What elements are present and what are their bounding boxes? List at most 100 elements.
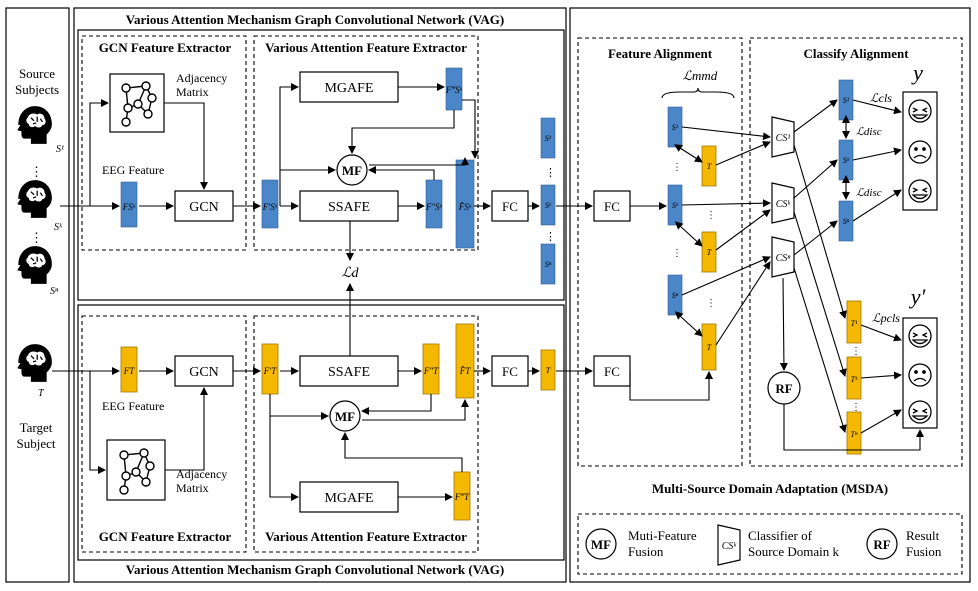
loss-disc-label-1: ℒdisc [856, 126, 882, 138]
mgafe-box-target [299, 481, 399, 513]
legend-mf-text-2: Fusion [628, 544, 664, 559]
graph-icon [119, 448, 155, 495]
ca-tk-label: Tᵏ [851, 375, 858, 384]
y-prime-label: y′ [909, 284, 927, 309]
t-label: T [38, 388, 45, 399]
ca-sk-label: Sᵏ [843, 156, 850, 165]
sk-vector [540, 184, 556, 226]
mgafe-label-source: MGAFE [324, 81, 373, 96]
f-t-hat [455, 323, 475, 399]
fa-tn-label: T [707, 343, 712, 352]
f-sk-feature [120, 181, 138, 228]
subjects-panel [5, 7, 70, 583]
classifier-ck [771, 182, 795, 224]
f-sk-ppp-label: F‴Sᵏ [445, 85, 463, 95]
dots: ⋮ [672, 248, 682, 259]
mgafe-label-target: MGAFE [324, 491, 373, 506]
mf-node-source [336, 154, 368, 186]
legend-classifier-text-2: Source Domain k [748, 544, 839, 559]
gcn-box-source [174, 190, 234, 222]
source-subjects-label-2: Subjects [15, 82, 59, 97]
head-icon [16, 105, 53, 145]
mf-label-target: MF [335, 409, 355, 424]
various-extractor-title-source: Various Attention Feature Extractor [265, 40, 467, 55]
fa-tk [701, 231, 717, 273]
classifier-ck-label: CSᵏ [776, 199, 792, 210]
f-t-prime-label: F′T [263, 366, 277, 376]
fa-s1-label: S¹ [672, 123, 679, 132]
ca-tn-label: Tⁿ [851, 430, 858, 439]
various-extractor-target [253, 315, 479, 553]
emotion-box-target [902, 317, 938, 429]
excited-face-icon [908, 179, 932, 203]
graph-icon [121, 81, 157, 127]
adjacency-target-label-2: Matrix [176, 481, 209, 495]
legend-rf-text-2: Fusion [906, 544, 942, 559]
fa-tn [701, 323, 717, 371]
msda-panel [569, 7, 971, 583]
classify-alignment-title: Classify Alignment [803, 46, 909, 61]
msda-title: Multi-Source Domain Adaptation (MSDA) [652, 481, 888, 496]
f-sk-label: FSᵏ [122, 202, 136, 212]
gcn-box-target [174, 355, 234, 387]
fa-sk-label: Sᵏ [672, 201, 679, 210]
legend-classifier-text-1: Classifier of [748, 528, 813, 543]
gcn-label-source: GCN [189, 200, 219, 215]
happy-face-icon [908, 99, 932, 123]
fc-box-target [491, 355, 529, 387]
gcn-extractor-title-target: GCN Feature Extractor [99, 529, 232, 544]
vag-title-top: Various Attention Mechanism Graph Convol… [126, 12, 504, 27]
dots: ⋮ [851, 402, 861, 413]
sn-label: Sⁿ [50, 286, 59, 297]
loss-cls-label: ℒcls [870, 91, 892, 105]
t-vector-label: T [546, 366, 551, 375]
classifier-cn [771, 236, 795, 278]
mf-node-target [329, 400, 361, 432]
fc-label-msda-target: FC [604, 364, 620, 379]
legend-classifier-symbol: CSᵏ [722, 541, 738, 552]
classify-alignment-box [749, 37, 963, 467]
dots: ⋮ [851, 346, 861, 357]
f-sk-prime [261, 179, 279, 229]
adjacency-label-1: Adjacency [176, 71, 227, 85]
feature-alignment-box [577, 37, 743, 467]
loss-mmd-label: ℒmmd [683, 68, 718, 83]
legend-rf-node [866, 528, 898, 560]
source-subjects-label-1: Source [19, 66, 55, 81]
happy-face-icon [908, 324, 932, 348]
legend-rf-symbol: RF [873, 537, 890, 552]
vag-panel [73, 7, 567, 583]
various-extractor-title-target: Various Attention Feature Extractor [265, 529, 467, 544]
loss-disc-label-2: ℒdisc [856, 187, 882, 199]
fc-label-target: FC [502, 364, 518, 379]
fa-t1 [701, 145, 717, 187]
s1-label: S¹ [56, 144, 64, 155]
dots: ⋮ [30, 164, 43, 179]
dots: ⋮ [545, 231, 556, 243]
gcn-label-target: GCN [189, 365, 219, 380]
head-icon [16, 245, 53, 285]
vag-source-frame [77, 29, 565, 301]
legend-rf-text-1: Result [906, 528, 940, 543]
legend-box [577, 513, 963, 575]
ca-t1-label: T¹ [851, 319, 858, 328]
fc-box-msda-source [593, 190, 631, 222]
emotion-box-source [902, 91, 938, 211]
legend-mf-node [585, 528, 617, 560]
legend-mf-text-1: Muti-Feature [628, 528, 697, 543]
fc-box-source [491, 190, 529, 222]
fa-sn-label: Sⁿ [672, 291, 679, 300]
f-sk-pp-label: F″Sᵏ [425, 202, 443, 212]
eeg-feature-label-target: EEG Feature [102, 399, 164, 413]
rf-label: RF [775, 381, 792, 396]
fa-t1-label: T [707, 162, 712, 171]
loss-pcls-label: ℒpcls [872, 311, 900, 325]
ca-s1-label: S¹ [843, 96, 850, 105]
classifier-cn-label: CSⁿ [776, 253, 792, 264]
sad-face-icon [908, 140, 932, 164]
vag-title-bottom: Various Attention Mechanism Graph Convol… [126, 562, 504, 577]
f-t-ppp-label: F‴T [454, 492, 470, 502]
f-t-pp-label: F″T [423, 366, 439, 376]
classifier-c1 [771, 116, 795, 158]
legend-mf-symbol: MF [591, 537, 611, 552]
